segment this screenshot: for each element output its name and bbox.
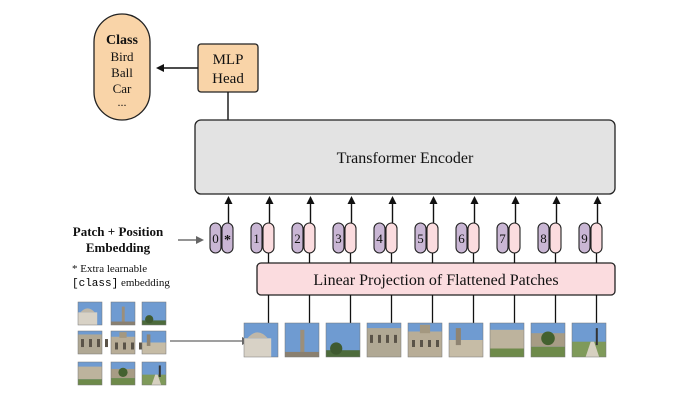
position-embedding xyxy=(332,222,345,254)
grid-patch xyxy=(77,330,108,355)
position-index: 2 xyxy=(294,231,301,246)
class-embedding xyxy=(221,222,234,254)
grid-patch xyxy=(141,301,167,326)
position-index: 0 xyxy=(212,231,219,246)
class-token-star: * xyxy=(224,233,231,248)
patch-token: 1 xyxy=(250,222,275,254)
position-index: 4 xyxy=(376,231,383,246)
patch-token: 4 xyxy=(373,222,398,254)
patch-embedding xyxy=(385,222,398,254)
position-embedding xyxy=(373,222,386,254)
extra-learnable-note-line2: [class] embedding xyxy=(72,277,170,290)
sequence-patch xyxy=(366,322,402,358)
extra-learnable-note: * Extra learnable xyxy=(72,263,147,275)
patch-embedding xyxy=(508,222,521,254)
grid-patch xyxy=(77,301,103,326)
position-index: 5 xyxy=(417,231,424,246)
position-index: 9 xyxy=(581,231,588,246)
patch-embedding xyxy=(426,222,439,254)
patch-token: 2 xyxy=(291,222,316,254)
class-title: Class xyxy=(106,33,138,48)
position-embedding xyxy=(578,222,591,254)
patch-position-label-line2: Embedding xyxy=(86,240,151,255)
patch-embedding xyxy=(303,222,316,254)
mlp-head-box: MLP Head xyxy=(197,43,259,93)
position-embedding xyxy=(250,222,263,254)
linear-projection-box: Linear Projection of Flattened Patches xyxy=(256,262,616,296)
sequence-patch xyxy=(284,322,320,358)
mlp-head-line1: MLP xyxy=(213,52,244,68)
position-embedding xyxy=(496,222,509,254)
sequence-patch xyxy=(489,322,525,358)
transformer-encoder-box: Transformer Encoder xyxy=(194,119,616,195)
grid-patch xyxy=(141,361,167,386)
position-index: 3 xyxy=(335,231,342,246)
grid-patch xyxy=(110,301,136,326)
grid-patch xyxy=(141,330,167,355)
class-item: Car xyxy=(113,81,132,96)
mlp-head-line2: Head xyxy=(212,71,244,87)
patch-embedding xyxy=(590,222,603,254)
class-token: 0* xyxy=(209,222,234,254)
linear-projection-label: Linear Projection of Flattened Patches xyxy=(313,272,558,289)
class-output-box: Class Bird Ball Car ... xyxy=(93,13,151,121)
patch-embedding xyxy=(549,222,562,254)
patch-embedding xyxy=(344,222,357,254)
position-embedding xyxy=(414,222,427,254)
transformer-encoder-label: Transformer Encoder xyxy=(337,150,474,167)
token-arrows xyxy=(224,196,602,223)
sequence-patch xyxy=(448,322,484,358)
patch-to-projection-lines xyxy=(267,253,598,323)
patch-token: 8 xyxy=(537,222,562,254)
patch-embedding xyxy=(467,222,480,254)
sequence-patch xyxy=(571,322,607,358)
class-item: Bird xyxy=(110,49,134,64)
position-index: 6 xyxy=(458,231,465,246)
sequence-patch xyxy=(407,322,443,358)
grid-patch xyxy=(110,361,136,386)
class-item: ... xyxy=(118,95,127,109)
position-embedding xyxy=(537,222,550,254)
class-item: Ball xyxy=(111,65,133,80)
sequence-patch xyxy=(243,322,279,358)
patch-token: 7 xyxy=(496,222,521,254)
position-embedding xyxy=(291,222,304,254)
patch-token: 5 xyxy=(414,222,439,254)
image-patch-grid xyxy=(77,301,167,386)
position-index: 1 xyxy=(253,231,260,246)
patch-embedding xyxy=(262,222,275,254)
patch-position-label-line1: Patch + Position xyxy=(73,224,164,239)
position-index: 7 xyxy=(499,231,506,246)
patch-token: 3 xyxy=(332,222,357,254)
grid-patch xyxy=(77,361,103,386)
patch-token: 9 xyxy=(578,222,603,254)
grid-patch xyxy=(110,330,142,355)
flattened-patch-sequence xyxy=(243,322,607,358)
patch-token: 6 xyxy=(455,222,480,254)
sequence-patch xyxy=(325,322,361,358)
position-embedding xyxy=(455,222,468,254)
sequence-patch xyxy=(530,322,566,358)
position-embedding xyxy=(209,222,222,254)
position-index: 8 xyxy=(540,231,547,246)
